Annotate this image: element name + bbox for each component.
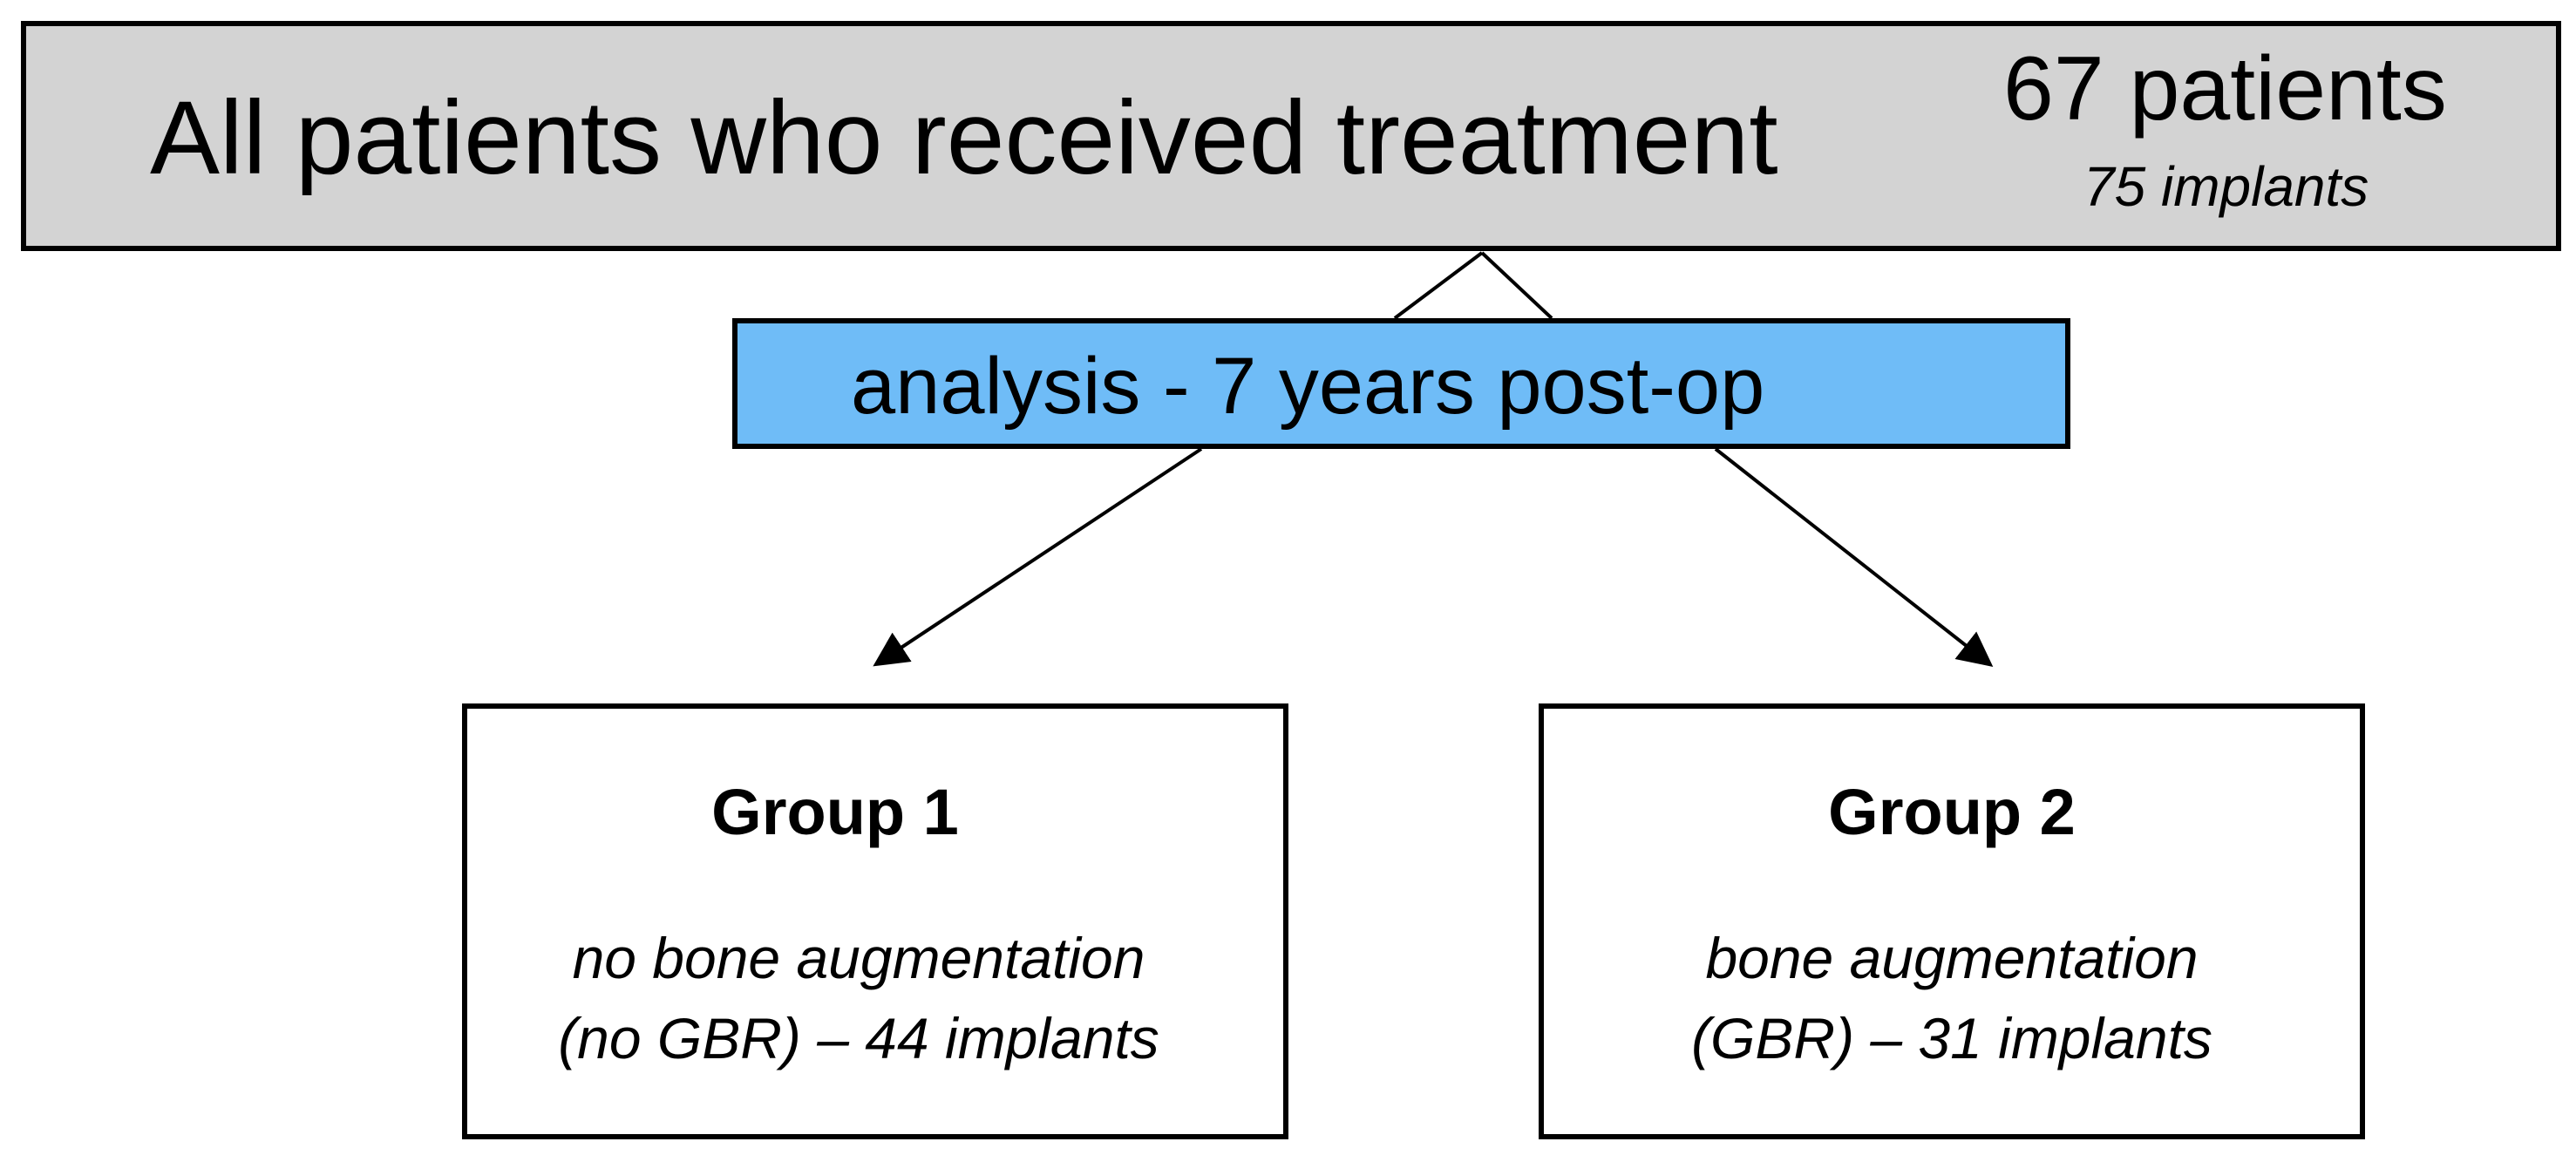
- group-1-box: Group 1 no bone augmentation (no GBR) – …: [462, 703, 1288, 1139]
- group-2-title: Group 2: [1828, 776, 2076, 848]
- connector-top-right: [1480, 251, 1553, 320]
- group-2-description-line-1: bone augmentation: [1705, 926, 2199, 990]
- arrow-to-group-1: [873, 447, 1203, 667]
- all-patients-title: All patients who received treatment: [150, 79, 1778, 196]
- patient-count: 67 patients: [2003, 38, 2447, 139]
- group-2-description-line-2: (GBR) – 31 implants: [1691, 1006, 2212, 1070]
- group-2-box: Group 2 bone augmentation (GBR) – 31 imp…: [1539, 703, 2365, 1139]
- arrow-to-group-2: [1714, 447, 1994, 667]
- group-2-description: bone augmentation (GBR) – 31 implants: [1544, 918, 2360, 1078]
- analysis-label: analysis - 7 years post-op: [851, 342, 1765, 431]
- connector-top-left: [1393, 251, 1484, 320]
- group-1-title: Group 1: [711, 776, 959, 848]
- all-patients-box: All patients who received treatment 67 p…: [21, 21, 2561, 251]
- group-1-description-line-2: (no GBR) – 44 implants: [558, 1006, 1159, 1070]
- implant-count: 75 implants: [2083, 155, 2369, 218]
- analysis-box: analysis - 7 years post-op: [732, 318, 2070, 449]
- group-1-description-line-1: no bone augmentation: [572, 926, 1145, 990]
- group-1-description: no bone augmentation (no GBR) – 44 impla…: [434, 918, 1283, 1078]
